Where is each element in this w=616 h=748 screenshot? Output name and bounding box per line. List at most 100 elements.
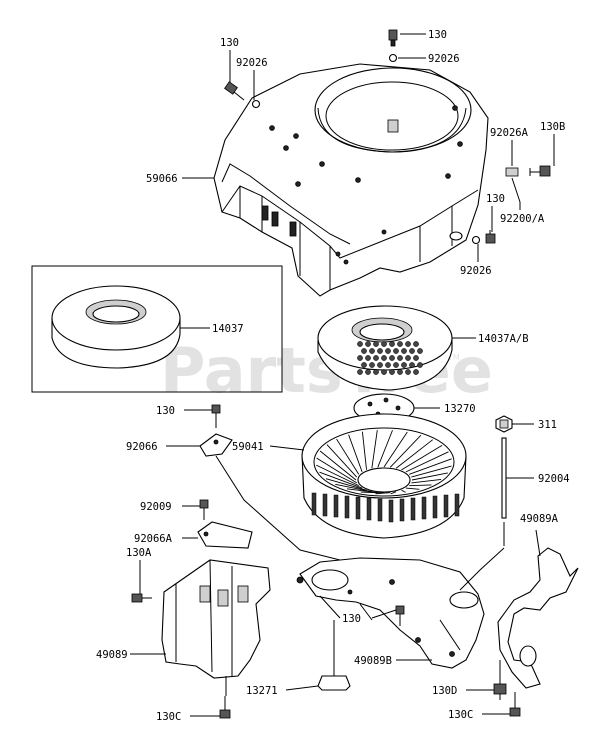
- mesh-dot: [393, 362, 399, 368]
- fan-fin: [454, 493, 460, 517]
- bolt-130C-left[interactable]: [219, 696, 231, 719]
- fan-blade: [346, 488, 378, 494]
- fan-fin: [399, 498, 405, 522]
- fan-fin: [421, 496, 427, 520]
- fan-fin: [410, 497, 416, 521]
- plate-92066A[interactable]: [197, 521, 253, 549]
- plate-92066[interactable]: [199, 433, 233, 457]
- fan-blade: [348, 434, 363, 473]
- mesh-dot: [381, 341, 387, 347]
- fan-blade: [411, 465, 452, 478]
- bolt-130B[interactable]: [529, 165, 551, 177]
- fan-blade: [390, 491, 397, 495]
- mesh-dot: [377, 348, 383, 354]
- label-49089A: 49089A: [520, 513, 559, 525]
- bolt-92009[interactable]: [199, 499, 209, 520]
- label-130-left: 130: [220, 37, 239, 49]
- mesh-dot: [405, 355, 411, 361]
- mesh-dot: [413, 355, 419, 361]
- mesh-dot: [397, 369, 403, 375]
- mesh-dot: [373, 341, 379, 347]
- mesh-dot: [413, 341, 419, 347]
- mesh-dot: [393, 348, 399, 354]
- fan-fins: [311, 492, 460, 523]
- label-130C-right: 130C: [448, 709, 473, 721]
- mesh-dot: [373, 369, 379, 375]
- fan-fin: [443, 494, 449, 518]
- rod-92004[interactable]: [501, 437, 507, 519]
- blower-housing-59066[interactable]: [213, 63, 489, 297]
- shroud-49089[interactable]: [161, 559, 271, 679]
- mesh-dot: [409, 362, 415, 368]
- mesh-dot: [385, 362, 391, 368]
- mesh-dot: [365, 369, 371, 375]
- fan-fin: [366, 497, 372, 521]
- fan-blade: [319, 450, 357, 481]
- nut-311[interactable]: [495, 415, 513, 433]
- bolt-130-top[interactable]: [388, 29, 398, 47]
- bolt-130C-right[interactable]: [509, 692, 521, 717]
- inset-box: [31, 265, 283, 393]
- fan-fin: [388, 499, 394, 523]
- fan-blade: [405, 451, 449, 473]
- screen-14037[interactable]: [51, 285, 181, 369]
- label-130-right: 130: [486, 193, 505, 205]
- watermark-tm: TM: [447, 353, 460, 362]
- mesh-dot: [385, 348, 391, 354]
- bolt-130-mid[interactable]: [211, 404, 221, 428]
- mesh-dot: [357, 341, 363, 347]
- label-92026A: 92026A: [490, 127, 529, 139]
- mesh-dot: [417, 362, 423, 368]
- label-92004: 92004: [538, 473, 570, 485]
- label-14037AB: 14037A/B: [478, 333, 529, 345]
- fan-blade: [316, 457, 357, 484]
- washer-92026-left[interactable]: [251, 99, 261, 109]
- label-13271: 13271: [246, 685, 278, 697]
- mesh-dot: [365, 355, 371, 361]
- mesh-dot: [409, 348, 415, 354]
- mesh-dot: [365, 341, 371, 347]
- label-130A: 130A: [126, 547, 152, 559]
- fan-fin: [377, 498, 383, 522]
- housing-boss: [449, 231, 463, 241]
- shroud-49089A[interactable]: [497, 547, 579, 689]
- bolt-130-left[interactable]: [224, 81, 245, 101]
- washer-92026-top[interactable]: [388, 53, 398, 63]
- bracket-13271[interactable]: [317, 675, 351, 691]
- fan-blade: [377, 430, 393, 468]
- label-130-top: 130: [428, 29, 447, 41]
- label-59041: 59041: [232, 441, 264, 453]
- label-13270: 13270: [444, 403, 476, 415]
- label-130C-left: 130C: [156, 711, 181, 723]
- bolt-130-right[interactable]: [485, 230, 496, 244]
- mesh-dot: [417, 348, 423, 354]
- fan-blade: [409, 484, 432, 487]
- mesh-dot: [397, 355, 403, 361]
- clip-92026A[interactable]: [505, 167, 519, 177]
- mesh-dot: [369, 362, 375, 368]
- bolt-130D[interactable]: [493, 683, 507, 700]
- mesh-dot: [377, 362, 383, 368]
- mesh-dot: [361, 348, 367, 354]
- label-311: 311: [538, 419, 557, 431]
- label-92026-bottom: 92026: [460, 265, 492, 277]
- washer-92026-bottom[interactable]: [471, 235, 481, 245]
- screen-mesh: [357, 341, 423, 375]
- fan-blade: [383, 431, 408, 468]
- base-plate-49089B[interactable]: [296, 557, 485, 669]
- mesh-dot: [405, 341, 411, 347]
- fan-blade: [401, 489, 406, 493]
- mesh-dot: [389, 369, 395, 375]
- wire-92200A[interactable]: [511, 177, 521, 203]
- label-92026-left: 92026: [236, 57, 268, 69]
- label-92026-top: 92026: [428, 53, 460, 65]
- bolt-130A[interactable]: [131, 593, 152, 603]
- mesh-dot: [357, 369, 363, 375]
- label-92066A: 92066A: [134, 533, 173, 545]
- mesh-dot: [369, 348, 375, 354]
- fan-fin: [344, 495, 350, 519]
- screen-14037AB[interactable]: [317, 305, 453, 391]
- flywheel-fan-59041[interactable]: [301, 413, 467, 539]
- mesh-dot: [413, 369, 419, 375]
